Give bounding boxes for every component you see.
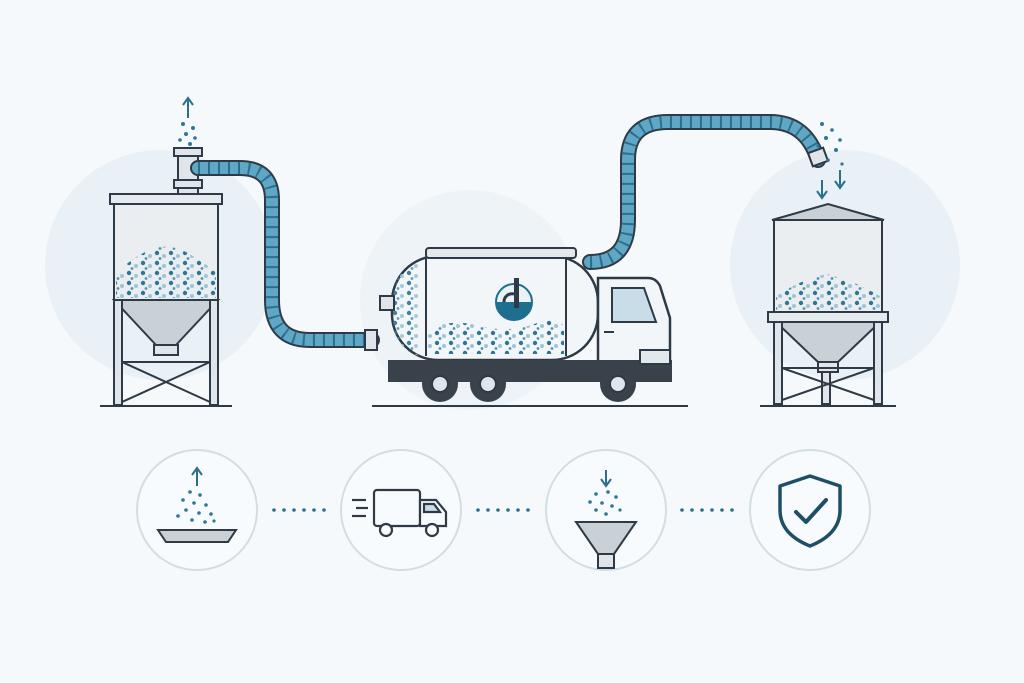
step-unload[interactable] — [545, 449, 667, 571]
company-logo-icon — [495, 278, 533, 321]
truck-wheels — [422, 366, 636, 402]
source-silo — [100, 96, 232, 407]
destination-silo — [760, 202, 896, 407]
delivery-truck-icon — [352, 488, 448, 538]
step-collect[interactable] — [136, 449, 258, 571]
vacuum-truck — [372, 247, 688, 407]
step-transport[interactable] — [340, 449, 462, 571]
suction-particles — [178, 122, 197, 146]
down-arrows-icon — [816, 170, 846, 200]
step-connectors — [272, 508, 734, 512]
delivery-hose — [582, 114, 830, 270]
tank-pellets — [428, 320, 564, 354]
upward-suction-icon — [156, 466, 238, 543]
vacuum-hose — [190, 160, 380, 351]
silo-pellets — [776, 274, 880, 310]
silo-lid — [109, 193, 223, 205]
hopper-funnel-icon — [574, 470, 638, 569]
falling-particles — [816, 122, 844, 166]
process-steps — [136, 449, 871, 571]
silo-legs — [773, 321, 883, 405]
silo-pellets — [116, 246, 216, 298]
step-secure[interactable] — [749, 449, 871, 571]
shield-check-icon — [778, 474, 842, 548]
truck-chassis — [388, 360, 672, 382]
cab-window — [611, 287, 658, 323]
up-arrow-icon — [182, 96, 194, 118]
